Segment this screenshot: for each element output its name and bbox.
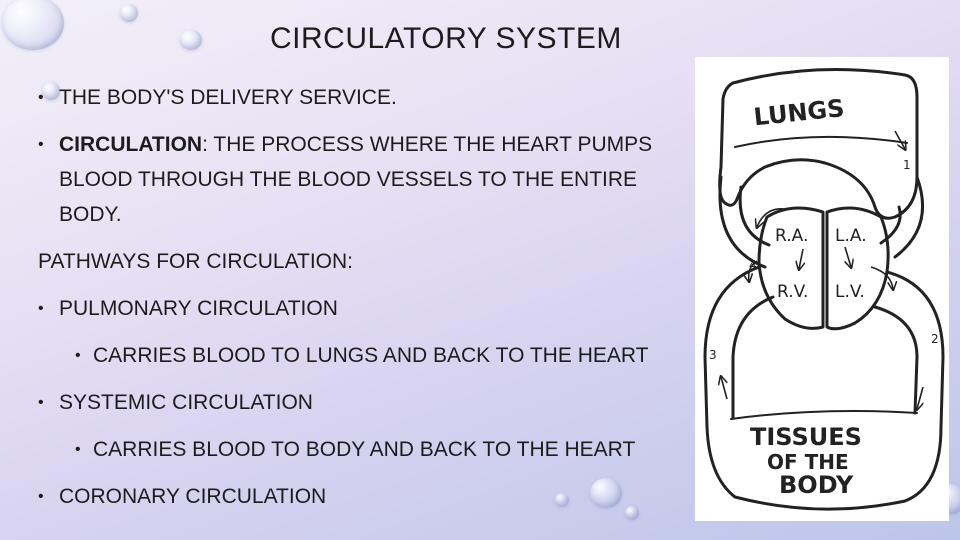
of-the-label: OF THE [767,450,849,474]
pathways-heading: PATHWAYS FOR CIRCULATION: [38,250,354,273]
flow-arrow [757,208,786,227]
flow-arrow [799,248,803,269]
label-left-ventricle: L.V. [835,282,865,302]
bullet-item: • PULMONARY CIRCULATION [38,291,668,326]
lungs-inner-line [734,135,908,148]
flow-arrow [749,260,758,281]
pathway-label: SYSTEMIC CIRCULATION [59,391,313,414]
bullet-glyph: • [38,300,44,317]
bullet-item: • CIRCULATION: THE PROCESS WHERE THE HEA… [38,127,668,232]
pulmonary-vessel [893,175,925,259]
lungs-outline [718,68,919,220]
bullet-item: • THE BODY'S DELIVERY SERVICE. [38,80,668,115]
droplet-decoration [555,493,569,507]
pathway-number-1: 1 [903,158,911,172]
bullet-glyph: • [38,136,44,153]
slide-title: CIRCULATORY SYSTEM [270,22,622,55]
bullet-glyph: • [75,441,81,458]
pathway-number-2: 2 [931,332,939,346]
systemic-vessel [885,270,945,429]
pathway-detail: CARRIES BLOOD TO BODY AND BACK TO THE HE… [93,438,636,461]
pathway-detail: CARRIES BLOOD TO LUNGS AND BACK TO THE H… [93,344,649,367]
lungs-label: LUNGS [752,94,845,131]
sub-bullet-item: • CARRIES BLOOD TO BODY AND BACK TO THE … [38,432,668,467]
droplet-decoration [42,82,60,100]
sub-bullet-item: • CARRIES BLOOD TO LUNGS AND BACK TO THE… [38,338,668,373]
systemic-vessel [731,295,775,419]
body-label: BODY [779,471,854,499]
bullet-text: THE BODY'S DELIVERY SERVICE. [59,86,397,109]
bullet-text: : THE PROCESS WHERE THE HEART PUMPS BLOO… [59,133,653,226]
systemic-vessel [703,265,761,429]
flow-arrow [870,266,893,289]
term-circulation: CIRCULATION [59,133,203,156]
bullet-item: • SYSTEMIC CIRCULATION [38,385,668,420]
heart-right-side [757,206,825,330]
flow-arrow [721,377,728,400]
pathway-number-4: 4 [749,258,757,272]
droplet-decoration [590,478,622,508]
flow-arrow [845,246,851,267]
tissues-outline [705,425,943,511]
pulmonary-vessel [738,185,771,247]
droplet-decoration [625,506,639,520]
circulation-diagram: LUNGS R.A. L.A. R.V. L.V. 1 2 3 4 TISSUE… [695,57,949,521]
slide-body: • THE BODY'S DELIVERY SERVICE. • CIRCULA… [38,80,668,526]
bullet-glyph: • [38,89,44,106]
flow-arrow [894,130,905,149]
droplet-decoration [120,4,138,22]
droplet-decoration [180,30,202,50]
flow-arrow [917,386,924,409]
pulmonary-vessel [879,205,902,245]
droplet-decoration [2,0,64,50]
pathway-label: PULMONARY CIRCULATION [59,297,338,320]
label-left-atrium: L.A. [835,226,867,246]
tissues-inner-line [730,410,918,420]
bullet-item: • CORONARY CIRCULATION [38,479,668,514]
label-right-ventricle: R.V. [777,282,808,302]
bullet-glyph: • [38,394,44,411]
bullet-glyph: • [75,347,81,364]
bullet-glyph: • [38,488,44,505]
systemic-vessel [873,305,919,415]
label-right-atrium: R.A. [775,226,808,246]
pathway-label: CORONARY CIRCULATION [59,485,327,508]
circulation-diagram-svg: LUNGS R.A. L.A. R.V. L.V. 1 2 3 4 TISSUE… [703,68,945,511]
tissues-label: TISSUES [750,423,862,451]
pathway-number-3: 3 [709,348,717,362]
